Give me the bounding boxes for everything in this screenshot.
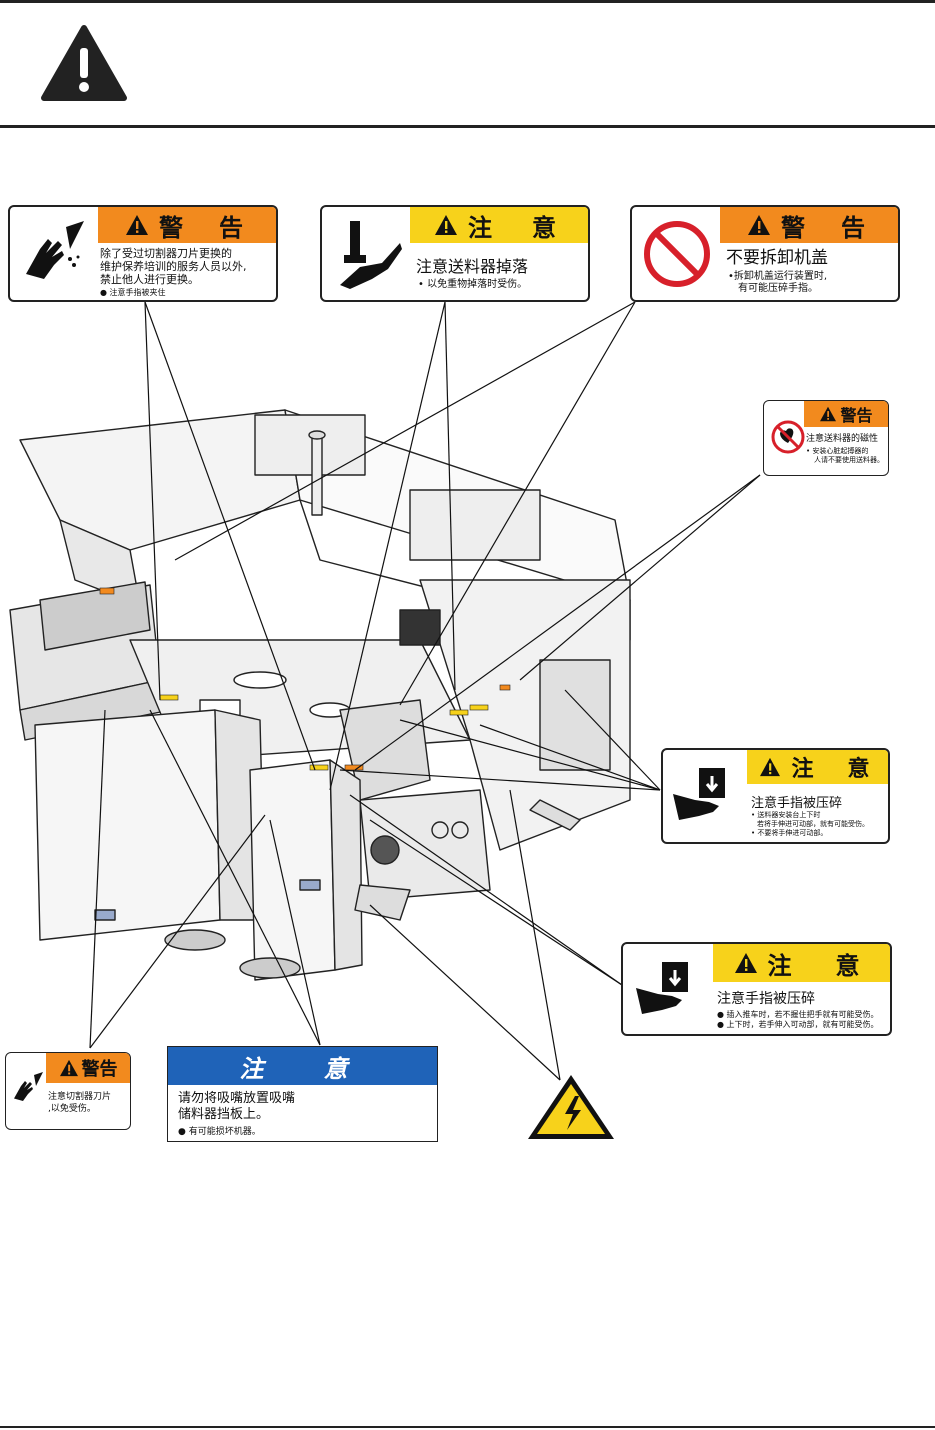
pointer-line: [399, 301, 636, 706]
label-header: 注 意: [468, 213, 564, 242]
warning-triangle-icon: [435, 215, 457, 235]
label-header: 注 意: [791, 757, 876, 782]
pointer-line: [89, 709, 106, 1049]
label-note: ● 上下时，若手伸入可动部，就有可能受伤。: [717, 1020, 879, 1029]
falling-object-icon: [340, 221, 402, 289]
pointer-line: [519, 474, 761, 681]
label-note: 有可能压碎手指。: [738, 283, 818, 294]
finger-cut-icon: [14, 1072, 43, 1101]
pointer-line: [329, 301, 446, 791]
label-note: • 安装心脏起搏器的: [806, 447, 869, 455]
pointer-line: [349, 794, 623, 986]
label-header: 警告: [840, 406, 873, 425]
label-header: 警告: [81, 1059, 118, 1080]
pointer-line: [174, 301, 636, 561]
pointer-line: [339, 769, 661, 791]
label-header: 警 告: [159, 213, 249, 242]
label-note: ● 有可能损坏机器。: [178, 1127, 261, 1137]
label-line: 除了受过切割器刀片更换的: [100, 247, 232, 260]
label-header: 警 告: [781, 213, 871, 242]
warning-triangle-icon: [59, 1059, 78, 1077]
label-header: 注 意: [767, 951, 870, 980]
crush-cart-label: 注 意 注意手指被压碎 ● 插入推车时，若不握住把手就有可能受伤。 ● 上下时，…: [621, 942, 892, 1036]
warning-triangle-icon: [126, 215, 148, 235]
header-rule: [0, 125, 935, 128]
pointer-line: [509, 789, 561, 1081]
warning-triangle-icon: [760, 757, 781, 777]
placement-machine-illustration: [9, 409, 631, 981]
warning-triangle-icon: [734, 953, 757, 973]
label-line: 禁止他人进行更换。: [100, 273, 199, 286]
label-note: •拆卸机盖运行装置时,: [728, 271, 828, 282]
pacemaker-prohibited-icon: [771, 420, 805, 454]
label-title: 注意手指被压碎: [717, 991, 815, 1007]
warning-triangle-icon: [748, 215, 770, 235]
pointer-line: [479, 724, 661, 791]
top-rule: [0, 0, 935, 3]
prohibition-icon: [644, 221, 710, 287]
pointer-line: [369, 904, 561, 1081]
hand-crush-icon: [636, 962, 688, 1014]
label-line: 注意切割器刀片: [48, 1092, 112, 1102]
label-title: 注意送料器掉落: [416, 257, 529, 276]
bottom-rule: [0, 1426, 935, 1428]
electric-shock-icon: [528, 1075, 614, 1139]
warning-triangle-icon: [41, 25, 127, 101]
label-line: 储料器挡板上。: [178, 1107, 270, 1122]
hand-crush-icon: [673, 768, 725, 820]
label-line: ,以免受伤。: [48, 1104, 96, 1114]
warning-triangle-icon: [820, 406, 837, 422]
pointer-line: [144, 301, 316, 771]
label-note: 若将手伸进可动部，就有可能受伤。: [757, 820, 869, 828]
label-line: 维护保养培训的服务人员以外,: [100, 260, 247, 273]
label-note: ● 注意手指被夹住: [100, 288, 166, 297]
magnet-warning-label: 警告 注意送料器的磁性 • 安装心脏起搏器的 人请不要使用送料器。: [763, 400, 889, 476]
label-note: • 不要将手伸进可动部。: [751, 829, 828, 837]
finger-cut-icon: [26, 221, 84, 279]
pointer-line: [149, 709, 321, 1046]
label-note: 人请不要使用送料器。: [814, 456, 884, 464]
label-title: 不要拆卸机盖: [726, 248, 828, 268]
pointer-line: [369, 819, 623, 986]
cutter-warning-label: 警 告 除了受过切割器刀片更换的 维护保养培训的服务人员以外, 禁止他人进行更换…: [8, 205, 278, 302]
crush-feeder-label: 注 意 注意手指被压碎 • 送料器安装台上下时 若将手伸进可动部，就有可能受伤。…: [661, 748, 890, 844]
label-header: 注 意: [239, 1054, 366, 1083]
label-title: 注意送料器的磁性: [806, 434, 879, 444]
pointer-line: [564, 689, 661, 791]
label-note: • 以免重物掉落时受伤。: [418, 279, 528, 290]
pointer-line: [144, 301, 161, 701]
pointer-line: [269, 819, 321, 1046]
feeder-drop-label: 注 意 注意送料器掉落 • 以免重物掉落时受伤。: [320, 205, 590, 302]
label-title: 注意手指被压碎: [751, 796, 843, 811]
label-note: • 送料器安装台上下时: [751, 811, 821, 819]
label-note: ● 插入推车时，若不握住把手就有可能受伤。: [717, 1010, 879, 1019]
pointer-line: [89, 814, 266, 1049]
pointer-line: [399, 719, 661, 791]
cover-warning-label: 警 告 不要拆卸机盖 •拆卸机盖运行装置时, 有可能压碎手指。: [630, 205, 900, 302]
pointer-line: [444, 301, 456, 691]
label-line: 请勿将吸嘴放置吸嘴: [178, 1091, 296, 1106]
nozzle-caution-label: 注 意 请勿将吸嘴放置吸嘴 储料器挡板上。 ● 有可能损坏机器。: [167, 1046, 438, 1142]
pointer-line: [354, 474, 761, 771]
cutter-small-label: 警告 注意切割器刀片 ,以免受伤。: [5, 1052, 131, 1130]
